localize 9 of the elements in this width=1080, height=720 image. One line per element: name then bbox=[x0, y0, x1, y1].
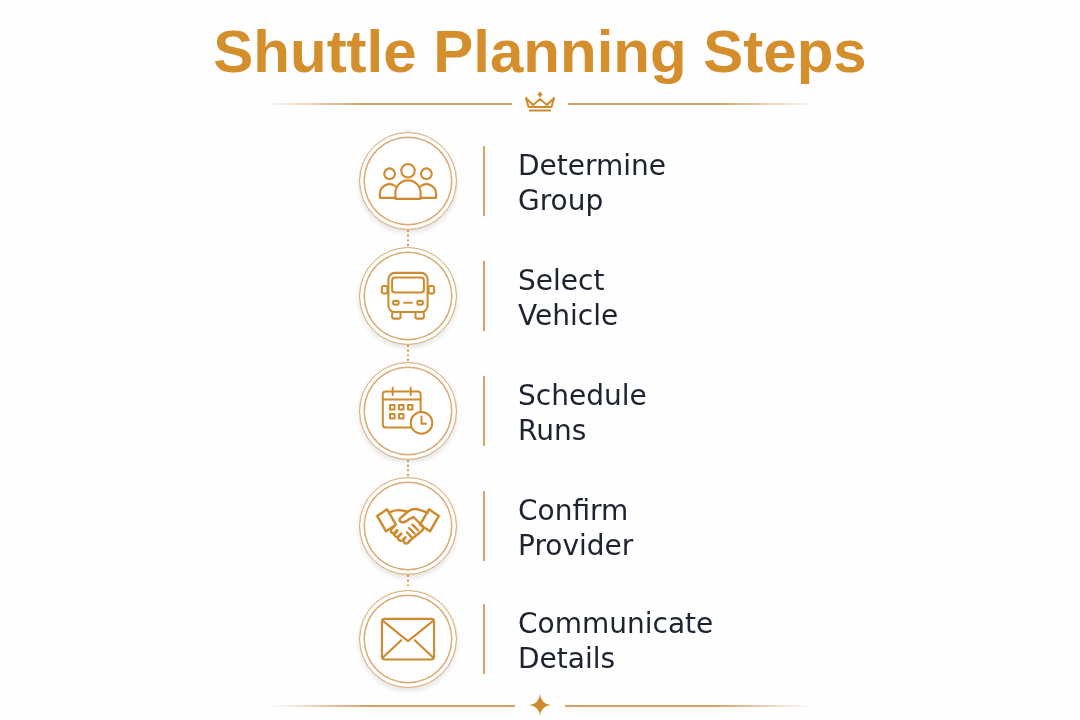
step-label: Communicate Details bbox=[518, 606, 714, 676]
dotted-connector bbox=[407, 230, 409, 247]
dotted-connector bbox=[407, 345, 409, 362]
step-label: Determine Group bbox=[518, 148, 667, 218]
dotted-connector bbox=[407, 460, 409, 477]
title: Shuttle Planning Steps bbox=[213, 17, 867, 87]
step-label: Select Vehicle bbox=[518, 263, 619, 333]
step-label: Confirm Provider bbox=[518, 493, 634, 563]
step-label: Schedule Runs bbox=[518, 378, 647, 448]
